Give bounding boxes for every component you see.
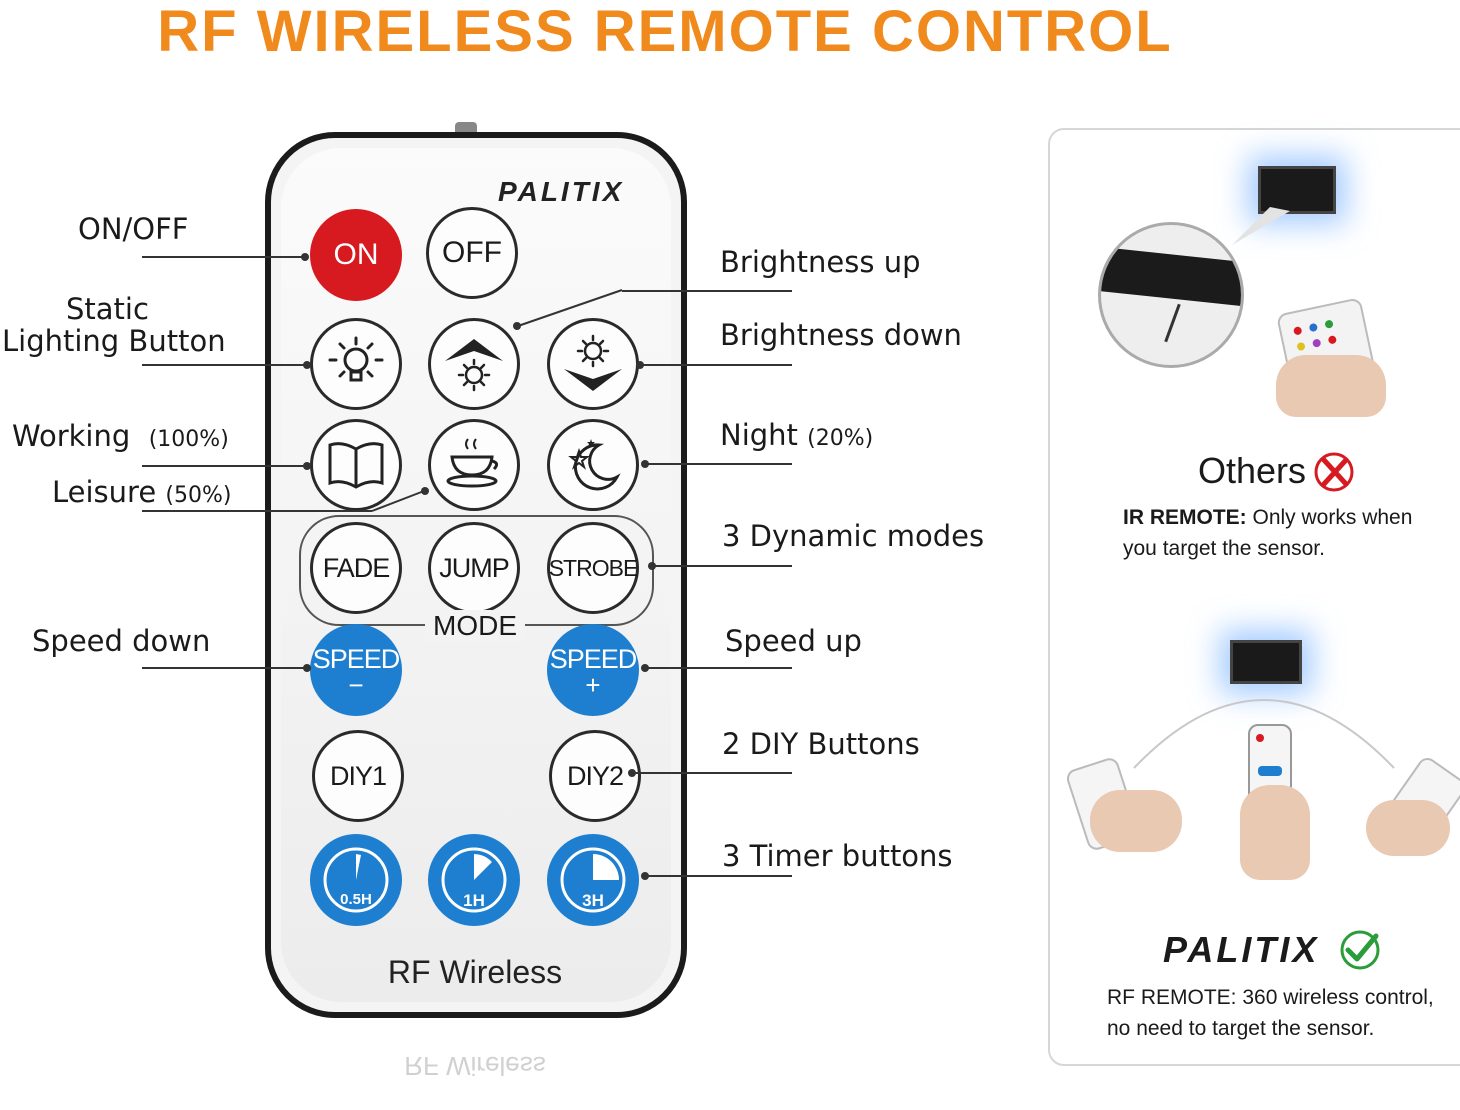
callout-static-line1: Static (66, 292, 149, 326)
callout-night: Night (20%) (720, 418, 874, 452)
on-button[interactable]: ON (310, 209, 402, 301)
diy2-button[interactable]: DIY2 (549, 730, 641, 822)
brightness-up-pointer-line (513, 289, 623, 330)
tv-screen-icon (1258, 166, 1336, 214)
rf-wireless-label: RF Wireless (387, 954, 563, 990)
working-mode-button[interactable] (310, 419, 402, 511)
moon-stars-icon (568, 439, 621, 491)
timer-3h-button[interactable]: 3H (547, 834, 639, 926)
off-button[interactable]: OFF (426, 207, 518, 299)
brightness-up-button[interactable] (428, 318, 520, 410)
svg-text:3H: 3H (582, 891, 604, 910)
brightness-down-button[interactable] (547, 318, 639, 410)
x-mark-icon (1314, 452, 1354, 492)
callout-leisure: Leisure (50%) (52, 475, 232, 509)
callout-on-off: ON/OFF (78, 212, 189, 246)
speed-up-button[interactable]: SPEED + (547, 624, 639, 716)
zoom-connector (1232, 207, 1290, 245)
hand-illustration-center (1240, 785, 1310, 880)
strobe-button[interactable]: STROBE (547, 522, 639, 614)
callout-working: Working (100%) (12, 419, 229, 453)
timer-quarter-icon: 0.5H (323, 847, 389, 913)
callout-brightness-down: Brightness down (720, 318, 962, 352)
hand-illustration-left (1090, 790, 1182, 852)
others-title: Others (1198, 450, 1307, 491)
timer-05h-button[interactable]: 0.5H (310, 834, 402, 926)
jump-button[interactable]: JUMP (428, 522, 520, 614)
book-icon (328, 442, 384, 489)
callout-dynamic-modes: 3 Dynamic modes (722, 519, 985, 553)
callout-brightness-up: Brightness up (720, 245, 921, 279)
night-mode-button[interactable] (547, 419, 639, 511)
callout-timer: 3 Timer buttons (722, 839, 953, 873)
rf-range-arc (1133, 699, 1395, 769)
callout-speed-down: Speed down (32, 624, 211, 658)
check-mark-icon (1340, 930, 1380, 970)
timer-half-icon: 1H (441, 847, 507, 913)
leisure-pointer-line (371, 487, 429, 512)
tv-sensor-zoom-illustration (1098, 222, 1244, 368)
speed-down-button[interactable]: SPEED − (310, 624, 402, 716)
timer-1h-button[interactable]: 1H (428, 834, 520, 926)
ir-remote-description: IR REMOTE: Only works when you target th… (1123, 506, 1413, 560)
panel-brand-logo: PALITIX (1163, 929, 1320, 970)
callout-diy: 2 DIY Buttons (722, 727, 920, 761)
tv-screen-icon-rf (1230, 640, 1302, 684)
svg-text:1H: 1H (463, 891, 485, 910)
svg-text:0.5H: 0.5H (340, 891, 372, 908)
hand-illustration-right (1366, 800, 1450, 856)
bulb-icon (328, 336, 384, 382)
diy1-button[interactable]: DIY1 (312, 730, 404, 822)
callout-speed-up: Speed up (725, 624, 862, 658)
timer-three-quarter-icon: 3H (560, 847, 626, 913)
rf-remote-description: RF REMOTE: 360 wireless control, no need… (1107, 986, 1434, 1040)
remote-reflection: RF Wireless (404, 1051, 546, 1081)
page-title: RF WIRELESS REMOTE CONTROL (157, 0, 1173, 64)
fade-button[interactable]: FADE (310, 522, 402, 614)
mode-label: MODE (425, 610, 525, 642)
brightness-down-icon (564, 334, 622, 391)
leisure-mode-button[interactable] (428, 419, 520, 511)
static-lighting-button[interactable] (310, 318, 402, 410)
callout-static-line2: Lighting Button (2, 324, 226, 358)
remote-brand-logo: PALITIX (498, 176, 625, 207)
brightness-up-icon (445, 339, 503, 392)
hand-illustration (1276, 355, 1386, 417)
coffee-cup-icon (446, 438, 499, 488)
